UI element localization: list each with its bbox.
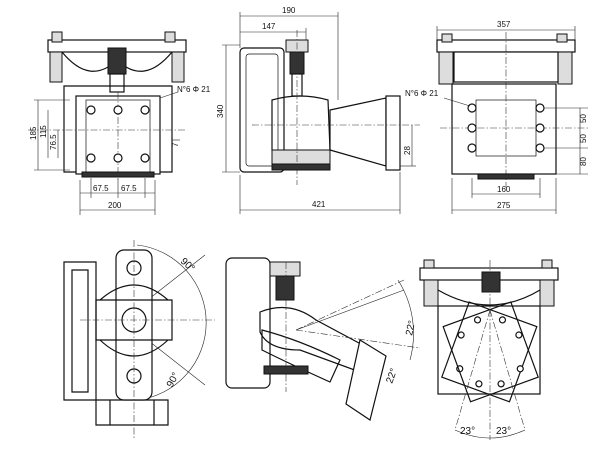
front-bottom-bar: [81, 171, 155, 178]
hole: [467, 123, 477, 133]
rot-foot: [95, 399, 169, 426]
rear-bolt-head-left: [441, 33, 453, 43]
hole: [535, 143, 545, 153]
swing-bolt-head-left: [423, 259, 435, 269]
swing-view: 23° 23°: [419, 259, 559, 440]
front-bolt-left: [49, 51, 63, 83]
hole: [467, 143, 477, 153]
angle-23-b: 23°: [496, 426, 511, 437]
side-arm: [329, 97, 387, 167]
tilt-back-plate: [225, 257, 271, 389]
dim-190: 190: [282, 6, 296, 15]
tilt-view: 22° 22°: [225, 257, 421, 421]
dim-200: 200: [108, 201, 122, 210]
rear-bolt-left: [438, 51, 454, 85]
dim-28: 28: [403, 146, 412, 155]
tilt-arc: [295, 279, 414, 361]
hole: [113, 105, 123, 115]
dim-357: 357: [497, 20, 511, 29]
tilt-top-block: [269, 261, 301, 277]
front-bolt-right: [171, 51, 185, 83]
side-view: 190 147 340 421 28: [216, 6, 420, 214]
swing-flange-rotated-a: [441, 301, 538, 403]
front-stem: [109, 73, 125, 93]
dim-80: 80: [579, 157, 588, 166]
dim-185: 185: [29, 126, 38, 140]
rear-holes: [467, 103, 545, 153]
front-bolt-head-right: [164, 31, 176, 43]
rot-back-plate: [63, 261, 97, 401]
tilt-axis-upper: [295, 279, 405, 331]
rear-bolt-right: [557, 51, 573, 85]
swing-bolt-head-right: [541, 259, 553, 269]
dim-50-b: 50: [579, 134, 588, 143]
swing-arc: [454, 429, 526, 439]
hole: [467, 103, 477, 113]
hole: [86, 153, 96, 163]
front-bolt-head-left: [51, 31, 63, 43]
front-holes: [86, 105, 150, 163]
rear-view: 357 N°6 Φ 21 50 50 80 160 275: [405, 20, 588, 214]
tilt-nut: [275, 275, 295, 301]
hole: [86, 105, 96, 115]
rear-bottom-bar: [477, 173, 535, 180]
hole: [140, 153, 150, 163]
angle-22-b: 22°: [384, 367, 400, 385]
front-center-nut: [107, 47, 127, 75]
rear-bolt-head-right: [556, 33, 568, 43]
rot-bar: [95, 299, 173, 341]
front-body-outline: [63, 85, 173, 173]
swing-body: [437, 305, 541, 395]
dim-67-5-left: 67.5: [93, 184, 109, 193]
tilt-axis-lower: [295, 329, 421, 349]
dim-7: 7: [171, 142, 180, 147]
dim-421: 421: [312, 200, 326, 209]
hole: [140, 105, 150, 115]
hole: [113, 153, 123, 163]
angle-22-a: 22°: [404, 320, 418, 337]
side-collar: [271, 149, 331, 165]
dim-76-5: 76.5: [49, 134, 58, 150]
rotation-view: 90° 90°: [63, 240, 215, 440]
hole: [535, 103, 545, 113]
swing-bolt-left: [423, 279, 439, 307]
side-base-bolts: [271, 163, 331, 171]
dim-50-a: 50: [579, 114, 588, 123]
swing-bolt-right: [539, 279, 555, 307]
side-end-flange: [385, 95, 401, 171]
hole-note-left: N°6 Φ 21: [177, 85, 211, 94]
swing-flange-rotated-b: [442, 301, 539, 403]
dim-340: 340: [216, 104, 225, 118]
angle-90-top: 90°: [178, 256, 197, 274]
angle-90-bottom: 90°: [165, 371, 182, 390]
swing-nut: [481, 271, 501, 293]
dim-275: 275: [497, 201, 511, 210]
front-view: 185 115 76.5 67.5 67.5 200 N°6 Φ 21 7: [28, 31, 211, 215]
side-back-plate: [239, 47, 285, 173]
dim-160: 160: [497, 185, 511, 194]
hole: [535, 123, 545, 133]
hole-note-right: N°6 Φ 21: [405, 89, 439, 98]
dim-147: 147: [262, 22, 276, 31]
rot-arc: [136, 244, 207, 401]
dim-115: 115: [39, 125, 48, 138]
angle-23-a: 23°: [460, 426, 475, 437]
tilt-flange: [345, 339, 387, 421]
dim-67-5-right: 67.5: [121, 184, 137, 193]
